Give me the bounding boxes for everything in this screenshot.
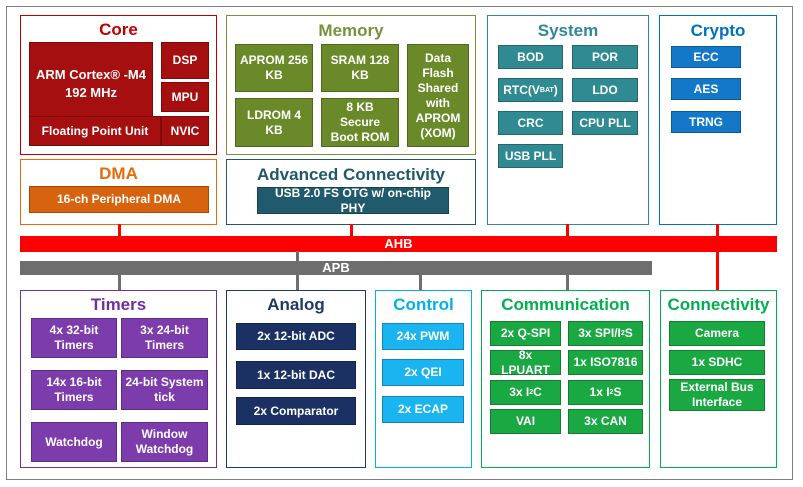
cpu-pll-block: CPU PLL bbox=[572, 111, 638, 135]
analog-group: Analog 2x 12-bit ADC 1x 12-bit DAC 2x Co… bbox=[226, 290, 366, 468]
ecc-block: ECC bbox=[671, 46, 741, 68]
data-flash-block: Data Flash Shared with APROM (XOM) bbox=[407, 44, 469, 147]
advanced-connectivity-title: Advanced Connectivity bbox=[257, 165, 445, 184]
ahb-bus: AHB bbox=[20, 236, 777, 252]
qei-block: 2x QEI bbox=[382, 359, 464, 386]
window-watchdog-block: Window Watchdog bbox=[121, 422, 208, 462]
sram-block: SRAM 128 KB bbox=[321, 44, 399, 92]
core-title: Core bbox=[99, 20, 138, 39]
connector-apb-timers bbox=[118, 274, 121, 290]
connector-ahb-connectivity bbox=[716, 251, 719, 290]
crypto-group: Crypto ECC AES TRNG bbox=[659, 15, 777, 225]
ldo-block: LDO bbox=[572, 78, 638, 102]
can-block: 3x CAN bbox=[568, 409, 643, 434]
nvic-block: NVIC bbox=[161, 116, 209, 146]
memory-title: Memory bbox=[318, 21, 384, 40]
timer-24bit-block: 3x 24-bit Timers bbox=[121, 318, 208, 358]
i2c-label-end: C bbox=[533, 385, 542, 399]
systick-block: 24-bit System tick bbox=[121, 370, 208, 410]
connector-dma-ahb bbox=[118, 224, 121, 236]
timer-32bit-block: 4x 32-bit Timers bbox=[31, 318, 117, 358]
secure-boot-rom-block: 8 KB Secure Boot ROM bbox=[321, 98, 399, 147]
cpu-frequency: 192 MHz bbox=[64, 84, 118, 100]
analog-title: Analog bbox=[267, 295, 325, 314]
control-title: Control bbox=[393, 295, 454, 314]
vai-block: VAI bbox=[490, 409, 561, 434]
aes-block: AES bbox=[671, 78, 741, 100]
connector-apb-analog bbox=[296, 274, 299, 290]
lpuart-block: 8x LPUART bbox=[490, 348, 561, 377]
iso7816-block: 1x ISO7816 bbox=[568, 350, 643, 375]
bod-block: BOD bbox=[498, 45, 563, 69]
adc-block: 2x 12-bit ADC bbox=[236, 323, 356, 350]
connector-ahb-apb bbox=[296, 251, 299, 261]
rtc-label: RTC(V bbox=[503, 82, 540, 97]
por-block: POR bbox=[572, 45, 638, 69]
mpu-block: MPU bbox=[161, 82, 209, 112]
memory-group: Memory APROM 256 KB SRAM 128 KB Data Fla… bbox=[226, 15, 476, 155]
watchdog-block: Watchdog bbox=[31, 422, 117, 462]
connector-adv-ahb bbox=[350, 224, 353, 236]
crypto-title: Crypto bbox=[690, 21, 746, 40]
i2s-label: 1x I bbox=[589, 385, 610, 399]
advanced-connectivity-group: Advanced Connectivity USB 2.0 FS OTG w/ … bbox=[226, 159, 476, 225]
connector-crypto-ahb bbox=[716, 224, 719, 236]
comparator-block: 2x Comparator bbox=[236, 397, 356, 425]
crc-block: CRC bbox=[498, 111, 563, 135]
dma-title: DMA bbox=[99, 164, 138, 183]
rtc-label-close: ) bbox=[553, 82, 558, 97]
connector-system-ahb bbox=[566, 224, 569, 236]
dac-block: 1x 12-bit DAC bbox=[236, 361, 356, 389]
pwm-block: 24x PWM bbox=[382, 323, 464, 350]
control-group: Control 24x PWM 2x QEI 2x ECAP bbox=[375, 290, 472, 468]
connectivity-title: Connectivity bbox=[667, 295, 770, 314]
dma-group: DMA 16-ch Peripheral DMA bbox=[20, 159, 217, 225]
cpu-name: ARM Cortex® -M4 bbox=[36, 66, 146, 82]
apb-bus: APB bbox=[20, 261, 652, 275]
connector-apb-comm bbox=[566, 274, 569, 290]
system-title: System bbox=[537, 21, 599, 40]
cpu-block: ARM Cortex® -M4 192 MHz bbox=[29, 42, 153, 125]
ecap-block: 2x ECAP bbox=[382, 396, 464, 423]
i2c-label: 3x I bbox=[509, 385, 530, 399]
sdhc-block: 1x SDHC bbox=[669, 350, 765, 375]
spi-superscript: 2 bbox=[620, 330, 625, 337]
external-bus-interface-block: External Bus Interface bbox=[669, 379, 765, 411]
timers-title: Timers bbox=[90, 295, 147, 314]
dsp-block: DSP bbox=[161, 42, 209, 79]
spi-label-end: S bbox=[624, 326, 633, 340]
ldrom-block: LDROM 4 KB bbox=[235, 98, 313, 147]
fpu-block: Floating Point Unit bbox=[29, 116, 161, 146]
timers-group: Timers 4x 32-bit Timers 3x 24-bit Timers… bbox=[20, 290, 217, 468]
connectivity-group: Connectivity Camera 1x SDHC External Bus… bbox=[660, 290, 777, 468]
spi-label: 3x SPI/I bbox=[578, 326, 621, 340]
rtc-subscript: BAT bbox=[539, 86, 554, 94]
i2s-label-end: S bbox=[613, 385, 622, 399]
i2s-superscript: 2 bbox=[609, 389, 614, 396]
usb-otg-block: USB 2.0 FS OTG w/ on-chip PHY bbox=[257, 186, 449, 215]
connector-apb-control bbox=[419, 274, 422, 290]
camera-block: Camera bbox=[669, 321, 765, 346]
usb-pll-block: USB PLL bbox=[498, 144, 563, 168]
aprom-block: APROM 256 KB bbox=[235, 44, 313, 92]
communication-title: Communication bbox=[501, 295, 630, 314]
qspi-block: 2x Q-SPI bbox=[490, 321, 561, 346]
i2c-superscript: 2 bbox=[529, 389, 534, 396]
core-group: Core ARM Cortex® -M4 192 MHz DSP MPU Flo… bbox=[20, 15, 217, 155]
timer-16bit-block: 14x 16-bit Timers bbox=[31, 370, 117, 410]
trng-block: TRNG bbox=[671, 111, 741, 133]
peripheral-dma-block: 16-ch Peripheral DMA bbox=[29, 186, 209, 213]
